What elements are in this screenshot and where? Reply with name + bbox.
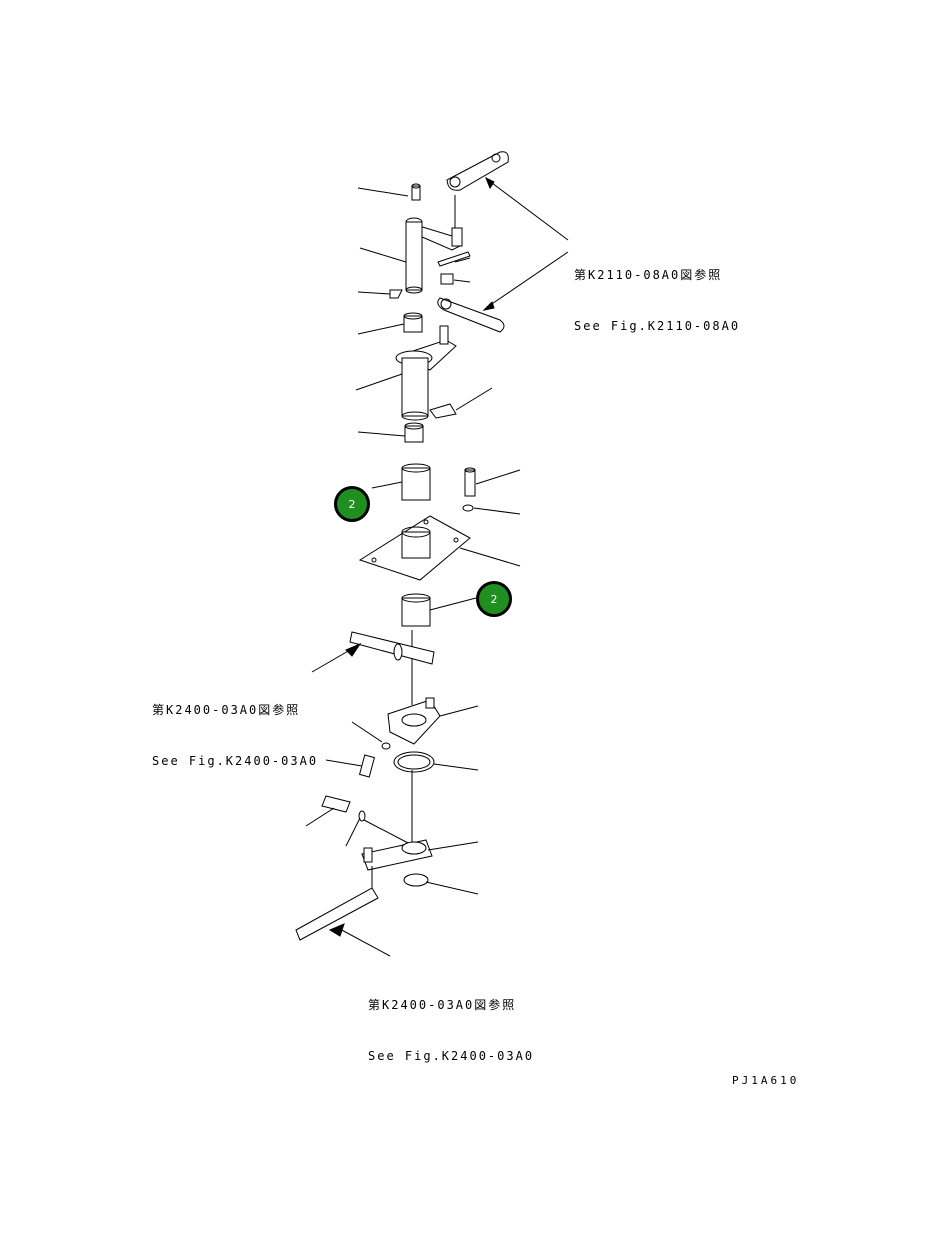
reference-k2400-mid: 第K2400-03A0図参照 See Fig.K2400-03A0 [152,668,318,787]
lever-shaft-part [359,217,463,294]
shaft-lower-part [295,866,391,957]
reference-k2110-en: See Fig.K2110-08A0 [574,319,741,333]
bolt-side-part [429,387,493,419]
clamp-bolt-part [325,754,376,778]
bracket-plate-part [358,515,521,581]
bushing-lower-part [357,422,424,443]
lower-sleeve-part [401,593,477,627]
nut-part [440,273,471,285]
reference-k2400-bottom: 第K2400-03A0図参照 See Fig.K2400-03A0 [368,963,534,1082]
washer-part [462,504,521,515]
clamp-part [387,697,479,745]
lower-link-part [437,297,505,333]
upper-link-part [446,151,509,191]
cotter-pin-part [437,251,471,267]
grease-fitting-part [357,183,421,201]
pivot-housing-part [355,325,457,421]
bolt-part [464,467,521,497]
reference-k2110: 第K2110-08A0図参照 See Fig.K2110-08A0 [574,233,740,352]
callout-badge-2[interactable]: 2 [476,581,512,617]
lower-washer-part [345,810,411,847]
reference-k2400-mid-jp: 第K2400-03A0図参照 [152,703,301,717]
lock-washer-part [351,721,391,750]
bushing-upper-part [357,312,423,335]
lower-bolt-part [305,795,351,827]
reference-k2400-mid-en: See Fig.K2400-03A0 [152,754,319,768]
reference-k2400-bottom-en: See Fig.K2400-03A0 [368,1049,535,1063]
snap-ring-lower-part [403,873,479,895]
drawing-code: PJ1A610 [732,1074,800,1087]
callout-badge-1[interactable]: 2 [334,486,370,522]
snap-ring-upper-part [393,751,479,773]
reference-k2110-jp: 第K2110-08A0図参照 [574,268,723,282]
lower-lever-part [361,839,479,871]
reference-leaders [482,176,569,311]
shaft-mid-part [311,631,435,673]
set-screw-part [357,289,403,299]
reference-k2400-bottom-jp: 第K2400-03A0図参照 [368,998,517,1012]
bearing-sleeve-part [371,463,431,501]
